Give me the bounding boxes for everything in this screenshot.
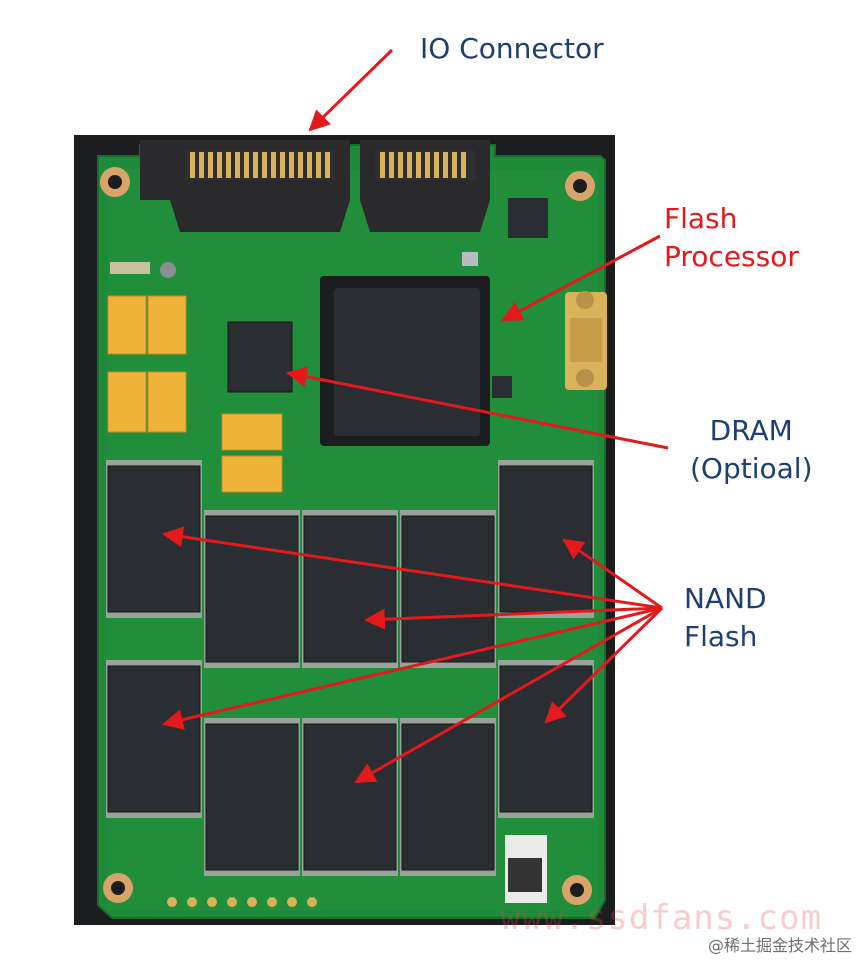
nand-chip bbox=[205, 723, 299, 871]
connector-pin bbox=[307, 152, 312, 178]
nand-chip bbox=[401, 515, 495, 663]
connector-pin bbox=[325, 152, 330, 178]
connector-pin bbox=[289, 152, 294, 178]
watermark: www.ssdfans.com bbox=[500, 898, 823, 938]
nand-chip bbox=[401, 723, 495, 871]
connector-pin bbox=[461, 152, 466, 178]
bottom-pad bbox=[187, 897, 197, 907]
mounting-holes bbox=[100, 167, 595, 905]
bottom-pad bbox=[267, 897, 277, 907]
connector-pin bbox=[316, 152, 321, 178]
annotation-arrows bbox=[161, 48, 669, 784]
connector-pin bbox=[389, 152, 394, 178]
arrow-nand-3 bbox=[562, 538, 663, 610]
label-dram-line2: (Optioal) bbox=[690, 452, 813, 485]
label-nand-flash-line2: Flash bbox=[684, 620, 758, 653]
connector-pin bbox=[298, 152, 303, 178]
label-dram: DRAM (Optioal) bbox=[690, 412, 813, 488]
connector-pin bbox=[452, 152, 457, 178]
label-nand-flash: NAND Flash bbox=[684, 580, 767, 656]
bottom-pad bbox=[207, 897, 217, 907]
capacitors bbox=[107, 295, 283, 493]
connector-pin bbox=[398, 152, 403, 178]
connector-pin bbox=[235, 152, 240, 178]
connector-pin bbox=[280, 152, 285, 178]
connector-pin bbox=[434, 152, 439, 178]
dram-chip bbox=[227, 321, 293, 393]
label-nand-flash-line1: NAND bbox=[684, 582, 767, 615]
bottom-pad bbox=[227, 897, 237, 907]
connector-pin bbox=[262, 152, 267, 178]
bottom-pad bbox=[307, 897, 317, 907]
connector-pin bbox=[244, 152, 249, 178]
side-connector bbox=[565, 291, 607, 390]
nand-chip bbox=[205, 515, 299, 663]
connector-pin bbox=[443, 152, 448, 178]
arrow-io-connector bbox=[308, 48, 394, 132]
connector-pin bbox=[416, 152, 421, 178]
connector-pins bbox=[190, 152, 466, 178]
connector-pin bbox=[380, 152, 385, 178]
arrow-nand-2 bbox=[363, 606, 663, 630]
nand-chip bbox=[303, 723, 397, 871]
nand-chip bbox=[107, 465, 201, 613]
bottom-pad bbox=[287, 897, 297, 907]
arrow-dram bbox=[285, 366, 669, 450]
flash-processor-chip bbox=[320, 276, 490, 446]
connector-pin bbox=[199, 152, 204, 178]
label-flash-processor-line2: Processor bbox=[664, 240, 799, 273]
label-dram-line1: DRAM bbox=[709, 414, 793, 447]
bottom-pads bbox=[167, 897, 317, 907]
arrow-flash-processor bbox=[501, 234, 661, 322]
arrow-nand-5 bbox=[354, 606, 663, 784]
connector-pin bbox=[271, 152, 276, 178]
bottom-pad bbox=[167, 897, 177, 907]
connector-pin bbox=[226, 152, 231, 178]
connector-pin bbox=[407, 152, 412, 178]
nand-chip bbox=[107, 665, 201, 813]
connector-pin bbox=[217, 152, 222, 178]
arrow-nand-4 bbox=[161, 606, 663, 730]
bottom-pad bbox=[247, 897, 257, 907]
credit: @稀土掘金技术社区 bbox=[707, 936, 852, 955]
small-components bbox=[110, 198, 548, 903]
arrow-nand-6 bbox=[544, 606, 664, 724]
arrow-nand-1 bbox=[161, 526, 663, 610]
nand-chip bbox=[303, 515, 397, 663]
connector-pin bbox=[425, 152, 430, 178]
label-flash-processor-line1: Flash bbox=[664, 202, 738, 235]
label-flash-processor: Flash Processor bbox=[664, 200, 799, 276]
nand-flash-chips bbox=[106, 460, 594, 876]
connector-pin bbox=[190, 152, 195, 178]
connector-pin bbox=[208, 152, 213, 178]
label-io-connector: IO Connector bbox=[420, 32, 604, 65]
nand-chip bbox=[499, 665, 593, 813]
connector-pin bbox=[253, 152, 258, 178]
